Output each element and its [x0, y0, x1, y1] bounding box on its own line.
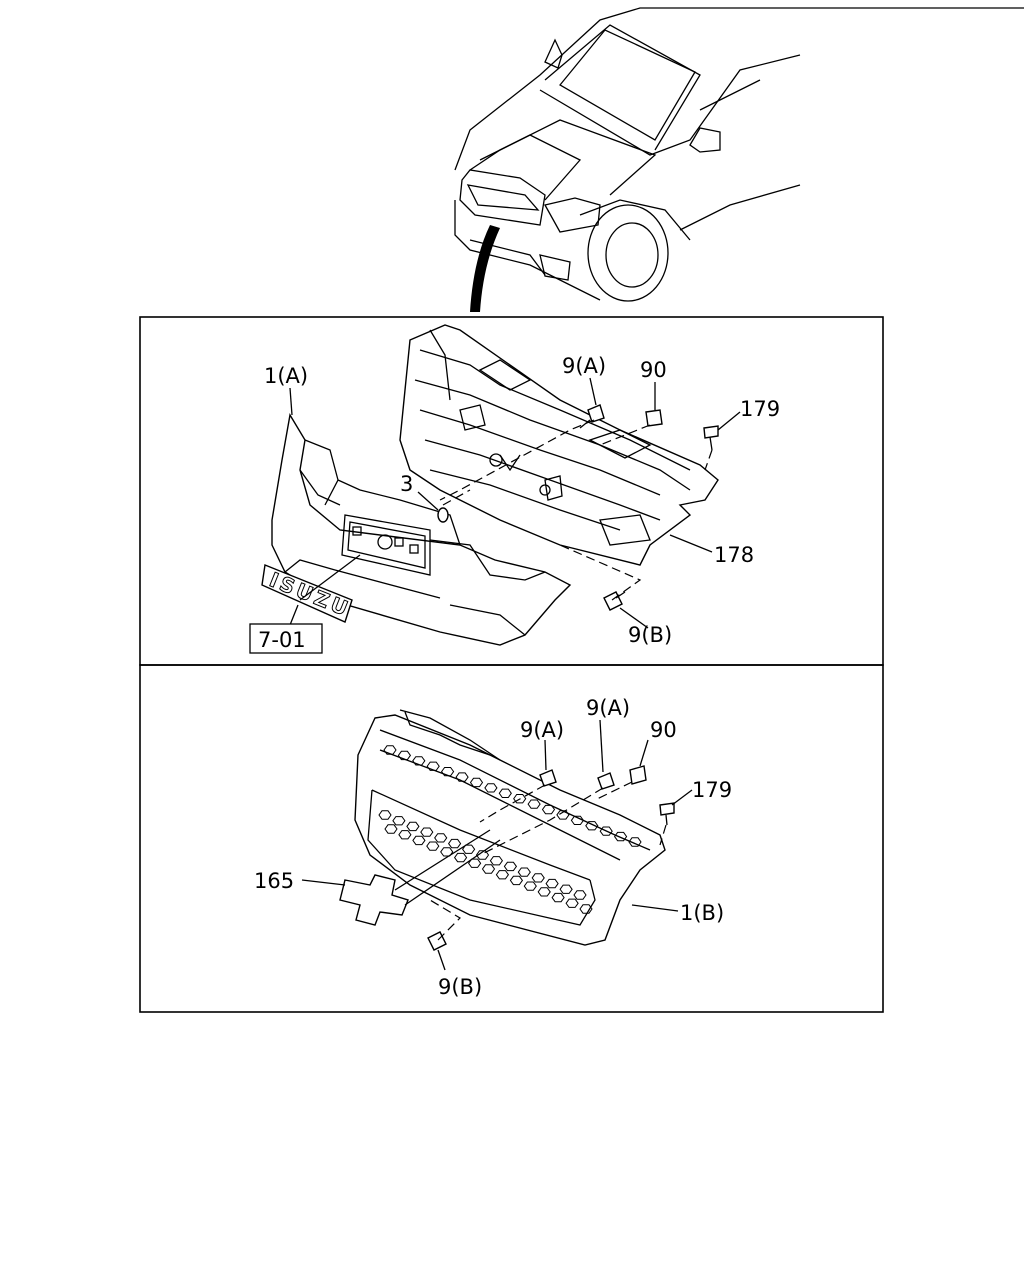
callout-90-bottom: 90: [650, 718, 677, 742]
vehicle-outline: [454, 7, 1024, 312]
callout-165: 165: [254, 869, 294, 893]
callout-9a-bottom-left: 9(A): [520, 718, 564, 742]
callout-9a-bottom-right: 9(A): [586, 696, 630, 720]
mesh-cell: [537, 887, 551, 897]
callout-178: 178: [714, 543, 754, 567]
bolt-9a-bottom-left: [539, 769, 557, 787]
mesh-cell: [509, 875, 524, 886]
mesh-cell: [398, 830, 412, 840]
mesh-cell: [513, 794, 527, 804]
mesh-cell: [585, 821, 599, 831]
mesh-cell: [481, 864, 496, 874]
grille-bracket-178: [399, 324, 719, 566]
bottom-panel-frame: [139, 664, 884, 1013]
mesh-cell: [559, 884, 573, 894]
mesh-cell: [461, 844, 476, 854]
callout-9a-top: 9(A): [562, 354, 606, 378]
rivet-179-top: [703, 425, 719, 451]
callout-9b-top: 9(B): [628, 623, 672, 647]
mesh-cell: [378, 810, 392, 820]
clip-90-bottom: [629, 765, 647, 785]
mesh-cell: [440, 767, 455, 777]
mesh-cell: [628, 837, 642, 847]
mesh-cell: [545, 878, 559, 889]
mesh-cell: [469, 777, 484, 788]
mesh-cell: [475, 850, 490, 860]
mesh-cell: [412, 835, 426, 846]
mesh-cell: [412, 756, 426, 766]
ref-box-7-01: 7-01: [249, 623, 323, 654]
mesh-cell: [484, 783, 498, 793]
mesh-cell: [599, 826, 613, 836]
mesh-cell: [523, 881, 537, 891]
mesh-cell: [455, 772, 469, 782]
ref-7-01-label: 7-01: [258, 628, 306, 652]
mesh-cell: [447, 838, 462, 849]
callout-9b-bottom: 9(B): [438, 975, 482, 999]
mesh-cell: [565, 898, 579, 908]
mesh-cell: [613, 831, 628, 842]
mesh-cell: [426, 761, 440, 771]
mesh-cell: [434, 833, 448, 843]
callout-179-top: 179: [740, 397, 780, 421]
mesh-cell: [579, 904, 593, 914]
nut-3: [437, 507, 449, 523]
callout-90-top: 90: [640, 358, 667, 382]
mesh-cell: [397, 750, 412, 761]
grille-honeycomb-mesh: [378, 745, 642, 914]
mesh-cell: [498, 788, 512, 798]
mesh-cell: [570, 815, 585, 825]
mesh-cell: [384, 824, 398, 834]
mesh-cell: [406, 821, 420, 832]
clip-90-top: [645, 409, 663, 427]
mesh-cell: [467, 858, 482, 868]
mesh-cell: [551, 892, 565, 903]
rivet-179-bottom: [659, 802, 675, 826]
mesh-cell: [531, 873, 545, 883]
mesh-cell: [503, 861, 518, 872]
callout-1b: 1(B): [680, 901, 724, 925]
mesh-cell: [527, 799, 541, 809]
callout-179-bottom: 179: [692, 778, 732, 802]
mesh-cell: [392, 816, 406, 826]
bolt-9a-top: [579, 404, 605, 429]
bolt-9a-bottom-right: [597, 772, 615, 790]
mesh-cell: [495, 870, 510, 880]
mesh-cell: [573, 890, 587, 900]
mesh-cell: [453, 852, 468, 863]
mesh-cell: [383, 745, 397, 755]
mesh-cell: [489, 856, 504, 866]
mesh-cell: [426, 841, 440, 851]
emblem-165: [339, 874, 409, 926]
callout-1a: 1(A): [264, 364, 308, 388]
grille-shell-1a: [271, 413, 572, 646]
mesh-cell: [517, 867, 531, 877]
callout-3: 3: [400, 472, 413, 496]
mesh-cell: [420, 827, 434, 837]
mesh-cell: [541, 804, 556, 815]
bolt-9b-top: [603, 591, 626, 611]
